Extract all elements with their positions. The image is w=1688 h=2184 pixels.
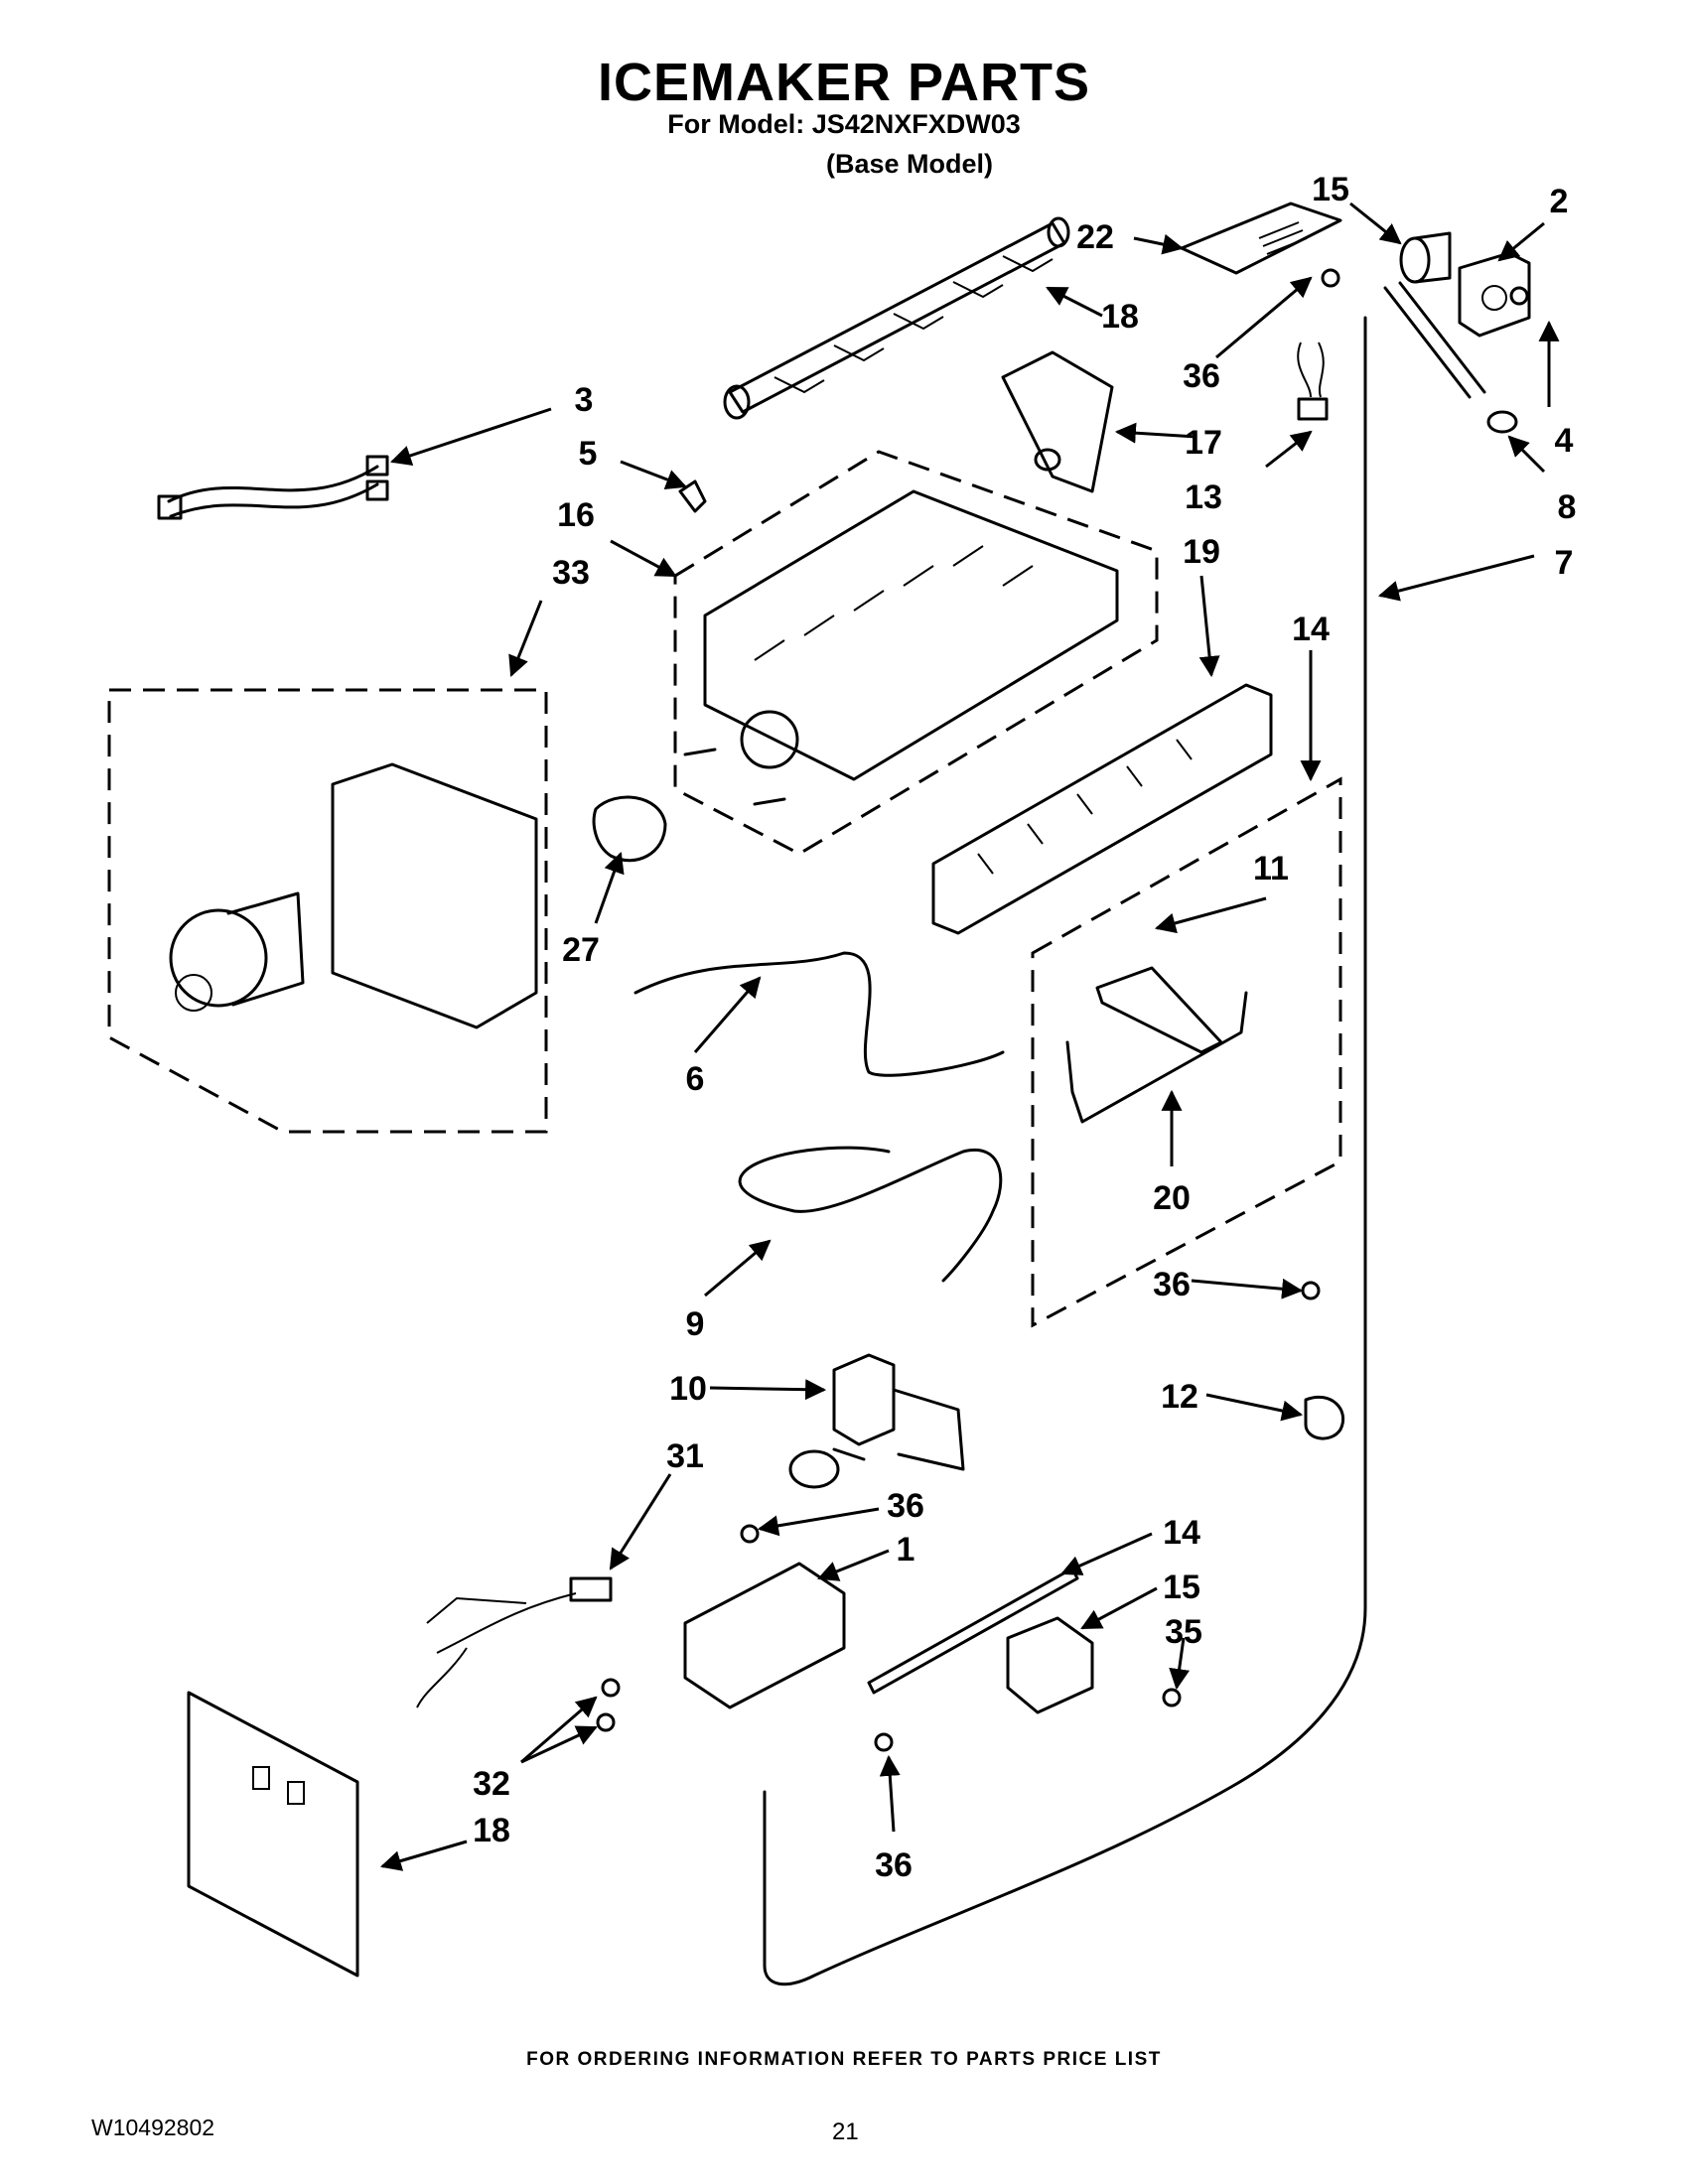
clip-part-15	[1006, 1616, 1094, 1714]
callout-14: 14	[1163, 1514, 1200, 1552]
fill-tube-part-7	[763, 316, 1367, 1986]
harness-part-6	[633, 951, 1005, 1077]
callout-36-top: 36	[1183, 357, 1220, 395]
callout-35: 35	[1165, 1613, 1202, 1651]
motor-part-27	[592, 795, 667, 863]
page-title: ICEMAKER PARTS	[597, 53, 1091, 112]
callout-11: 11	[1253, 850, 1289, 887]
stripper-part-24	[931, 683, 1273, 935]
callout-36-bottom: 36	[875, 1846, 913, 1884]
callout-labels: 22 15 2 18 36 4 17 13 8 3 5 16 19 7 33 1…	[473, 171, 1576, 1884]
callout-8: 8	[1558, 488, 1577, 526]
callout-4: 4	[1555, 422, 1574, 460]
callout-17: 15	[1312, 171, 1349, 208]
callout-36-mid: 36	[1153, 1266, 1191, 1303]
ordering-note: FOR ORDERING INFORMATION REFER TO PARTS …	[526, 2049, 1162, 2070]
gasket-strip-part-14	[867, 1567, 1079, 1695]
ejector-shaft-part-23	[723, 216, 1070, 420]
callout-5: 5	[579, 435, 598, 473]
control-assembly-part-33	[107, 688, 548, 1134]
callout-32: 32	[473, 1765, 510, 1803]
callout-15: 15	[1163, 1569, 1200, 1606]
screws	[596, 268, 1529, 1752]
callout-18: 18	[473, 1812, 510, 1849]
callout-2: 2	[1550, 183, 1569, 220]
switch-cover-part-29	[1180, 202, 1342, 275]
bracket-part-1	[683, 1562, 846, 1709]
callout-23: 18	[1101, 298, 1139, 336]
mold-part-20	[673, 450, 1159, 856]
callout-16: 14	[1292, 611, 1330, 648]
callout-20: 16	[557, 496, 595, 534]
callout-10: 10	[669, 1370, 707, 1408]
clamp-part-12	[1304, 1395, 1344, 1440]
document-number: W10492802	[91, 2115, 215, 2140]
clip-part-5	[678, 479, 707, 513]
thermostat-part-2	[1458, 251, 1531, 338]
callout-7: 7	[1555, 544, 1574, 582]
water-valve-part-10	[788, 1353, 965, 1489]
page-number: 21	[832, 2118, 859, 2145]
wire-harness-part-31	[416, 1576, 613, 1708]
callout-36-lower: 36	[887, 1487, 924, 1525]
harness-part-9	[738, 1146, 1003, 1283]
mold-cover-part-22	[1001, 350, 1114, 493]
callout-29: 22	[1076, 218, 1114, 256]
callout-27: 27	[562, 931, 600, 969]
callout-33: 33	[552, 554, 590, 592]
model-number: For Model: JS42NXFXDW03	[667, 109, 1021, 139]
wire-harness-part-3	[157, 455, 389, 520]
callout-1: 1	[897, 1531, 915, 1569]
callout-19: 20	[1153, 1179, 1191, 1217]
washer-part-8	[1486, 410, 1518, 434]
callout-24: 19	[1183, 533, 1220, 571]
bin-arm-assembly-part-16	[1031, 776, 1342, 1328]
leader-arrows	[379, 202, 1560, 1871]
wire-part-13	[1297, 341, 1329, 421]
fill-tube-part-7-top	[1383, 281, 1486, 399]
callout-22: 17	[1185, 424, 1222, 462]
front-cover-part-18	[187, 1691, 359, 1978]
callout-6: 6	[686, 1060, 705, 1098]
callout-31: 31	[666, 1437, 704, 1475]
callout-9: 9	[686, 1305, 705, 1343]
callout-12: 12	[1161, 1378, 1198, 1416]
callout-13: 13	[1185, 478, 1222, 516]
bearing-part-17	[1399, 231, 1452, 284]
base-model-note: (Base Model)	[826, 149, 994, 179]
callout-3: 3	[575, 381, 594, 419]
